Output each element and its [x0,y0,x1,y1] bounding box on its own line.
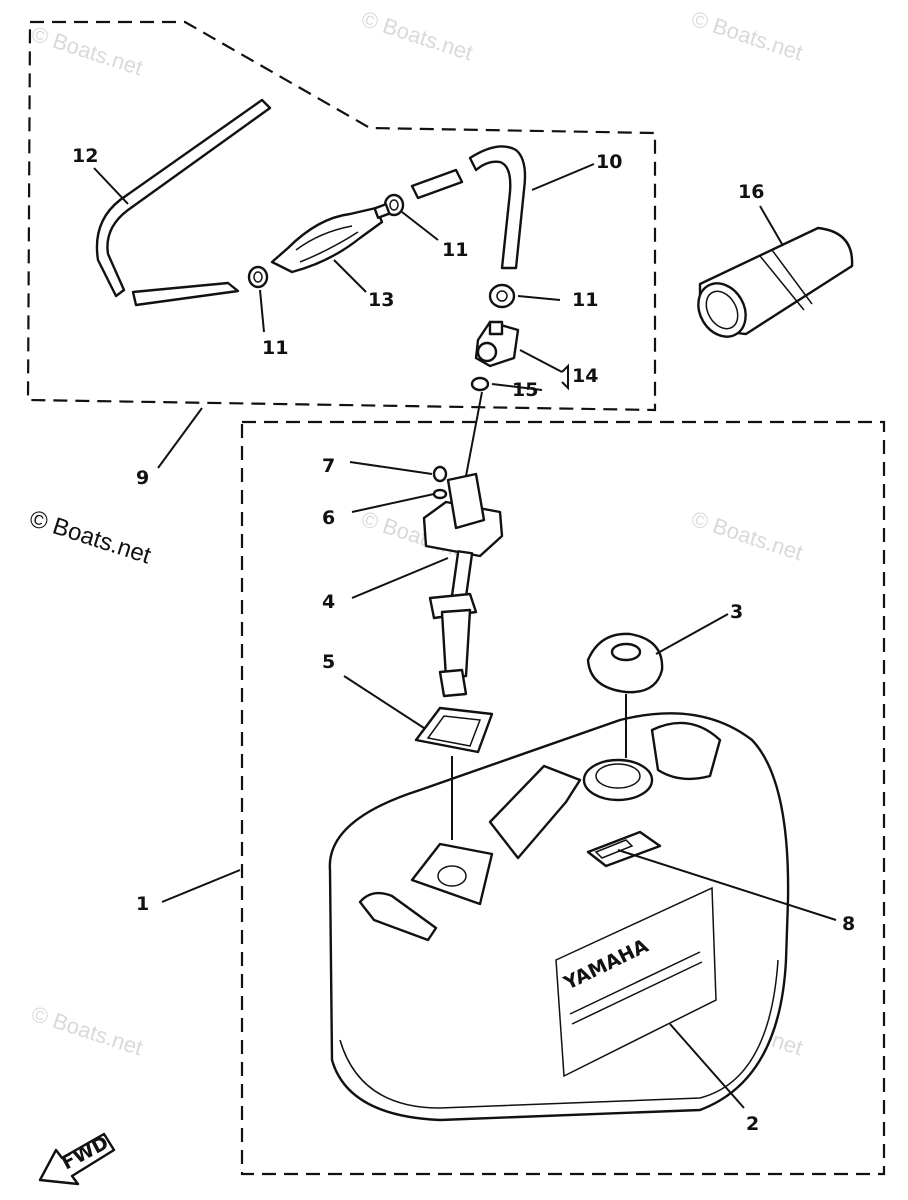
tank-handle [488,764,582,860]
label-16: 16 [738,181,764,203]
tank-front-knob [358,891,438,942]
screw-7 [432,465,448,483]
label-9: 9 [136,467,149,489]
label-12: 12 [72,145,98,167]
watermark: © Boats.net [28,21,145,80]
tank-pickup-mount [410,842,494,906]
fuel-cap-3 [586,632,664,694]
washer-6 [432,488,448,500]
label-8: 8 [842,913,855,935]
fitting-11-left [247,265,269,289]
label-14: 14 [572,365,598,387]
label-7: 7 [322,455,335,477]
label-15: 15 [512,379,538,401]
guide-lines [451,391,627,840]
label-5: 5 [322,651,335,673]
fwd-arrow-icon: FWD [38,1132,116,1186]
tank-filler-neck [582,758,654,802]
leader-lines [93,163,837,1109]
hose-10 [468,145,527,270]
watermark: © Boats.net [688,506,805,565]
hose-short [410,168,464,200]
fuel-pickup-4 [422,472,504,698]
hose-12 [95,98,272,307]
group-box-9 [26,20,657,412]
fitting-11-right [488,283,516,309]
group-box-1 [240,420,886,1176]
connector-14 [474,320,520,368]
label-2: 2 [746,1113,759,1135]
label-3: 3 [730,601,743,623]
label-10: 10 [596,151,622,173]
label-4: 4 [322,591,335,613]
primer-bulb-13 [270,203,391,274]
label-11-right: 11 [572,289,598,311]
fuel-tank-1: YAMAHA [328,712,790,1122]
callout-labels: 12 10 11 11 11 13 14 15 16 9 7 6 4 5 3 1… [72,145,855,1135]
cover-16 [697,226,854,338]
label-6: 6 [322,507,335,529]
label-11-left: 11 [262,337,288,359]
tank-vent-lever [650,721,722,781]
watermark: © Boats.net [688,6,805,65]
tank-label-plate [555,886,717,1078]
o-ring-15 [470,376,490,392]
watermark: © Boats.net [358,6,475,65]
gasket-5 [414,706,494,754]
label-13: 13 [368,289,394,311]
watermark: © Boats.net [28,1001,145,1060]
label-1: 1 [136,893,149,915]
watermark-dark: © Boats.net [26,505,154,570]
label-11-mid: 11 [442,239,468,261]
